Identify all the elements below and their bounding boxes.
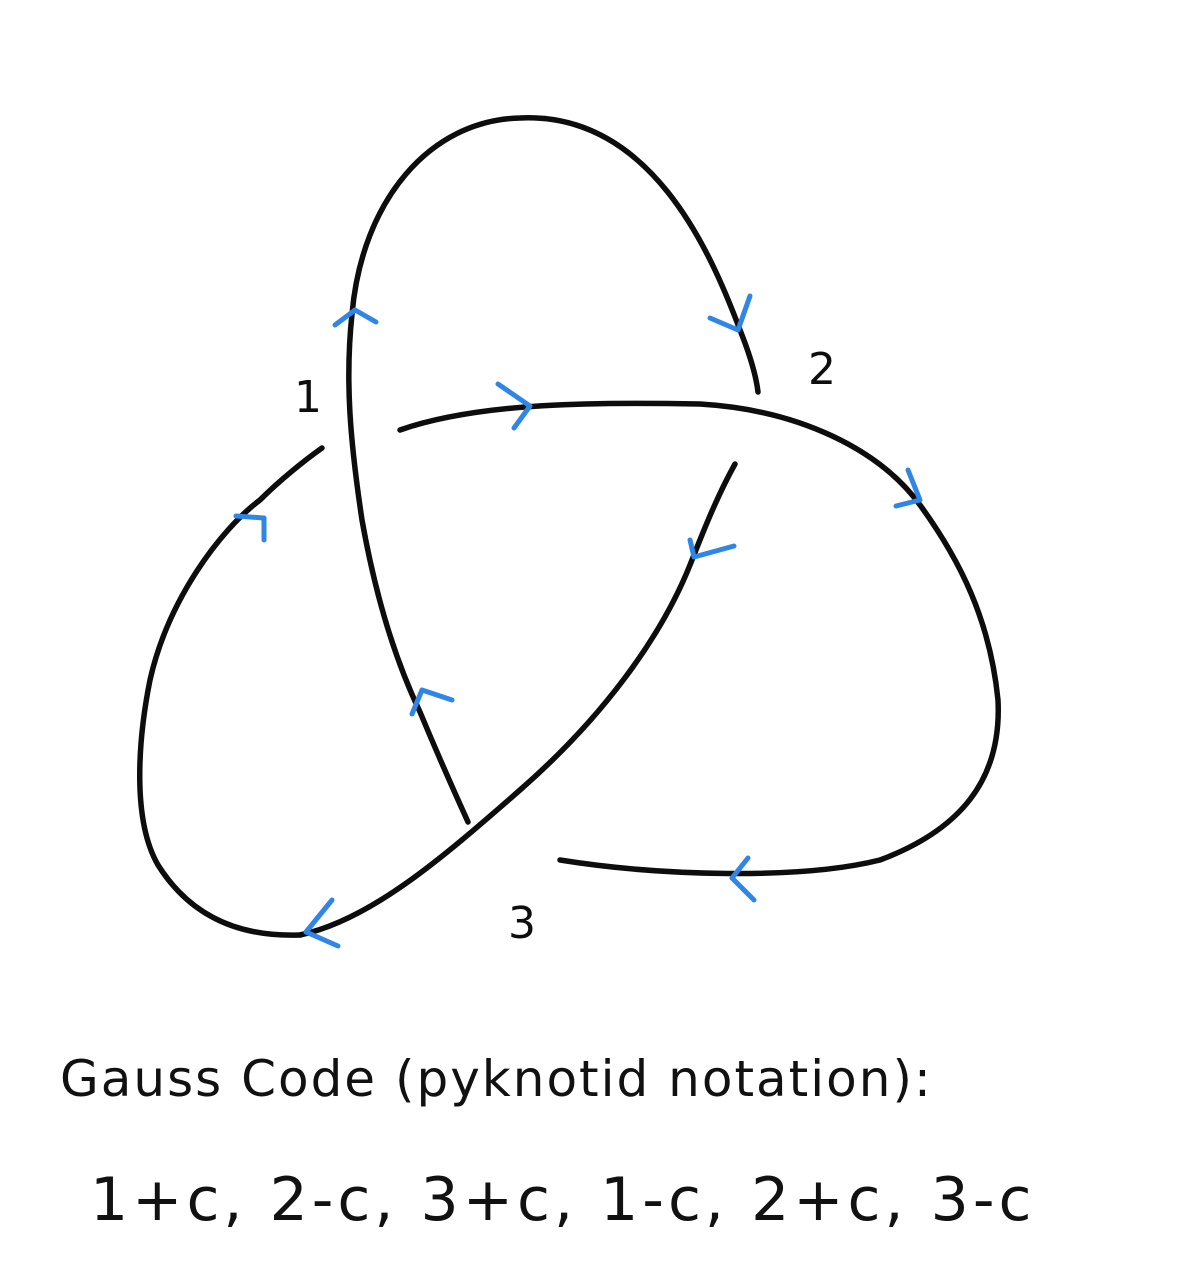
trefoil-knot-diagram: 1 2 3	[137, 115, 1001, 949]
knot-strand-center-left	[346, 311, 471, 825]
gauss-code-sequence: 1+c, 2-c, 3+c, 1-c, 2+c, 3-c	[90, 1165, 1036, 1235]
crossing-label-3: 3	[508, 898, 536, 949]
orientation-arrow	[707, 293, 753, 333]
orientation-arrow	[495, 381, 533, 431]
knot-strand-upper-right	[397, 400, 1001, 877]
orientation-arrow	[303, 897, 341, 949]
knot-strand-lower-left	[137, 445, 325, 938]
crossing-label-2: 2	[808, 344, 836, 395]
orientation-arrow	[729, 855, 757, 903]
orientation-arrow	[332, 307, 379, 328]
crossing-label-1: 1	[294, 372, 322, 423]
orientation-arrow	[409, 687, 455, 717]
knot-strand-diagonal	[297, 461, 738, 938]
orientation-arrow	[687, 537, 737, 560]
orientation-arrow	[233, 513, 267, 543]
knot-strand-top-loop	[349, 115, 761, 395]
gauss-code-heading: Gauss Code (pyknotid notation):	[60, 1050, 933, 1108]
orientation-arrow	[893, 467, 923, 509]
